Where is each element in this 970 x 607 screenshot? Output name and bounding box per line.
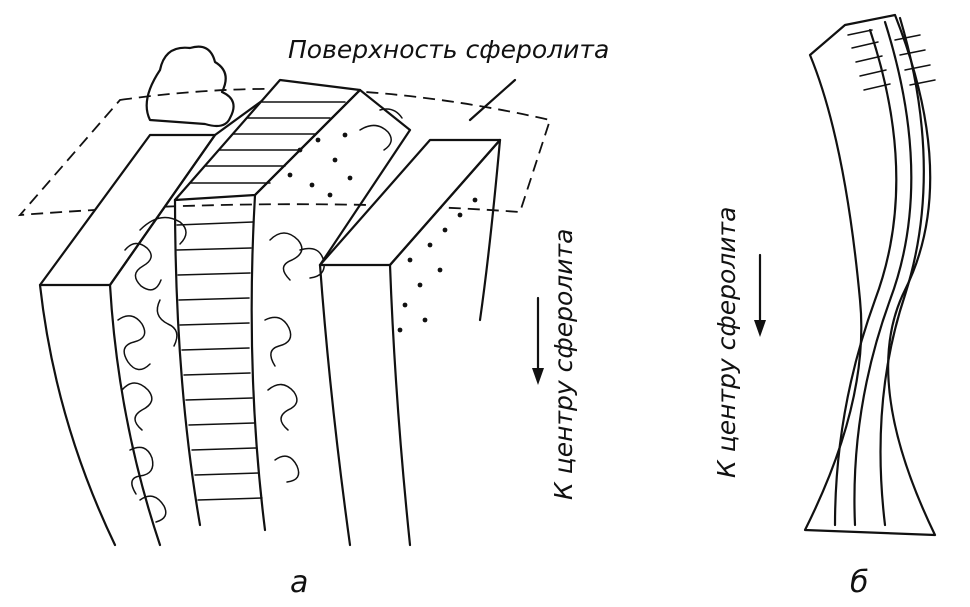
panel-b-illustration xyxy=(754,13,937,537)
twisted-lamella-outer xyxy=(803,13,937,537)
panel-a-label: а xyxy=(290,565,308,600)
toward-center-arrow-a xyxy=(532,296,544,385)
lamella-stripes-side xyxy=(176,221,263,501)
panel-b-label: б xyxy=(850,565,869,600)
outer-left-block xyxy=(38,133,217,287)
crystalline-lamella-right-edge xyxy=(250,193,267,532)
amorphous-chains-right xyxy=(264,108,403,483)
surface-callout-line xyxy=(468,78,517,122)
surface-label: Поверхность сферолита xyxy=(288,35,609,64)
toward-center-label-a: К центру сферолита xyxy=(549,229,578,500)
surface-blob xyxy=(145,45,235,128)
crystalline-lamella-left-edge xyxy=(173,198,202,527)
dot-marks-top xyxy=(287,132,353,198)
toward-center-label-b: К центру сферолита xyxy=(712,207,741,478)
dot-marks-right xyxy=(397,197,478,333)
toward-center-arrow-b xyxy=(754,253,766,337)
right-amorphous-band xyxy=(253,88,412,267)
outer-right-block xyxy=(318,138,502,267)
lamella-stripes-top xyxy=(189,101,346,184)
twisted-lamella-stripes xyxy=(847,29,936,91)
panel-a-illustration xyxy=(17,45,552,547)
amorphous-chains-left xyxy=(117,216,187,523)
